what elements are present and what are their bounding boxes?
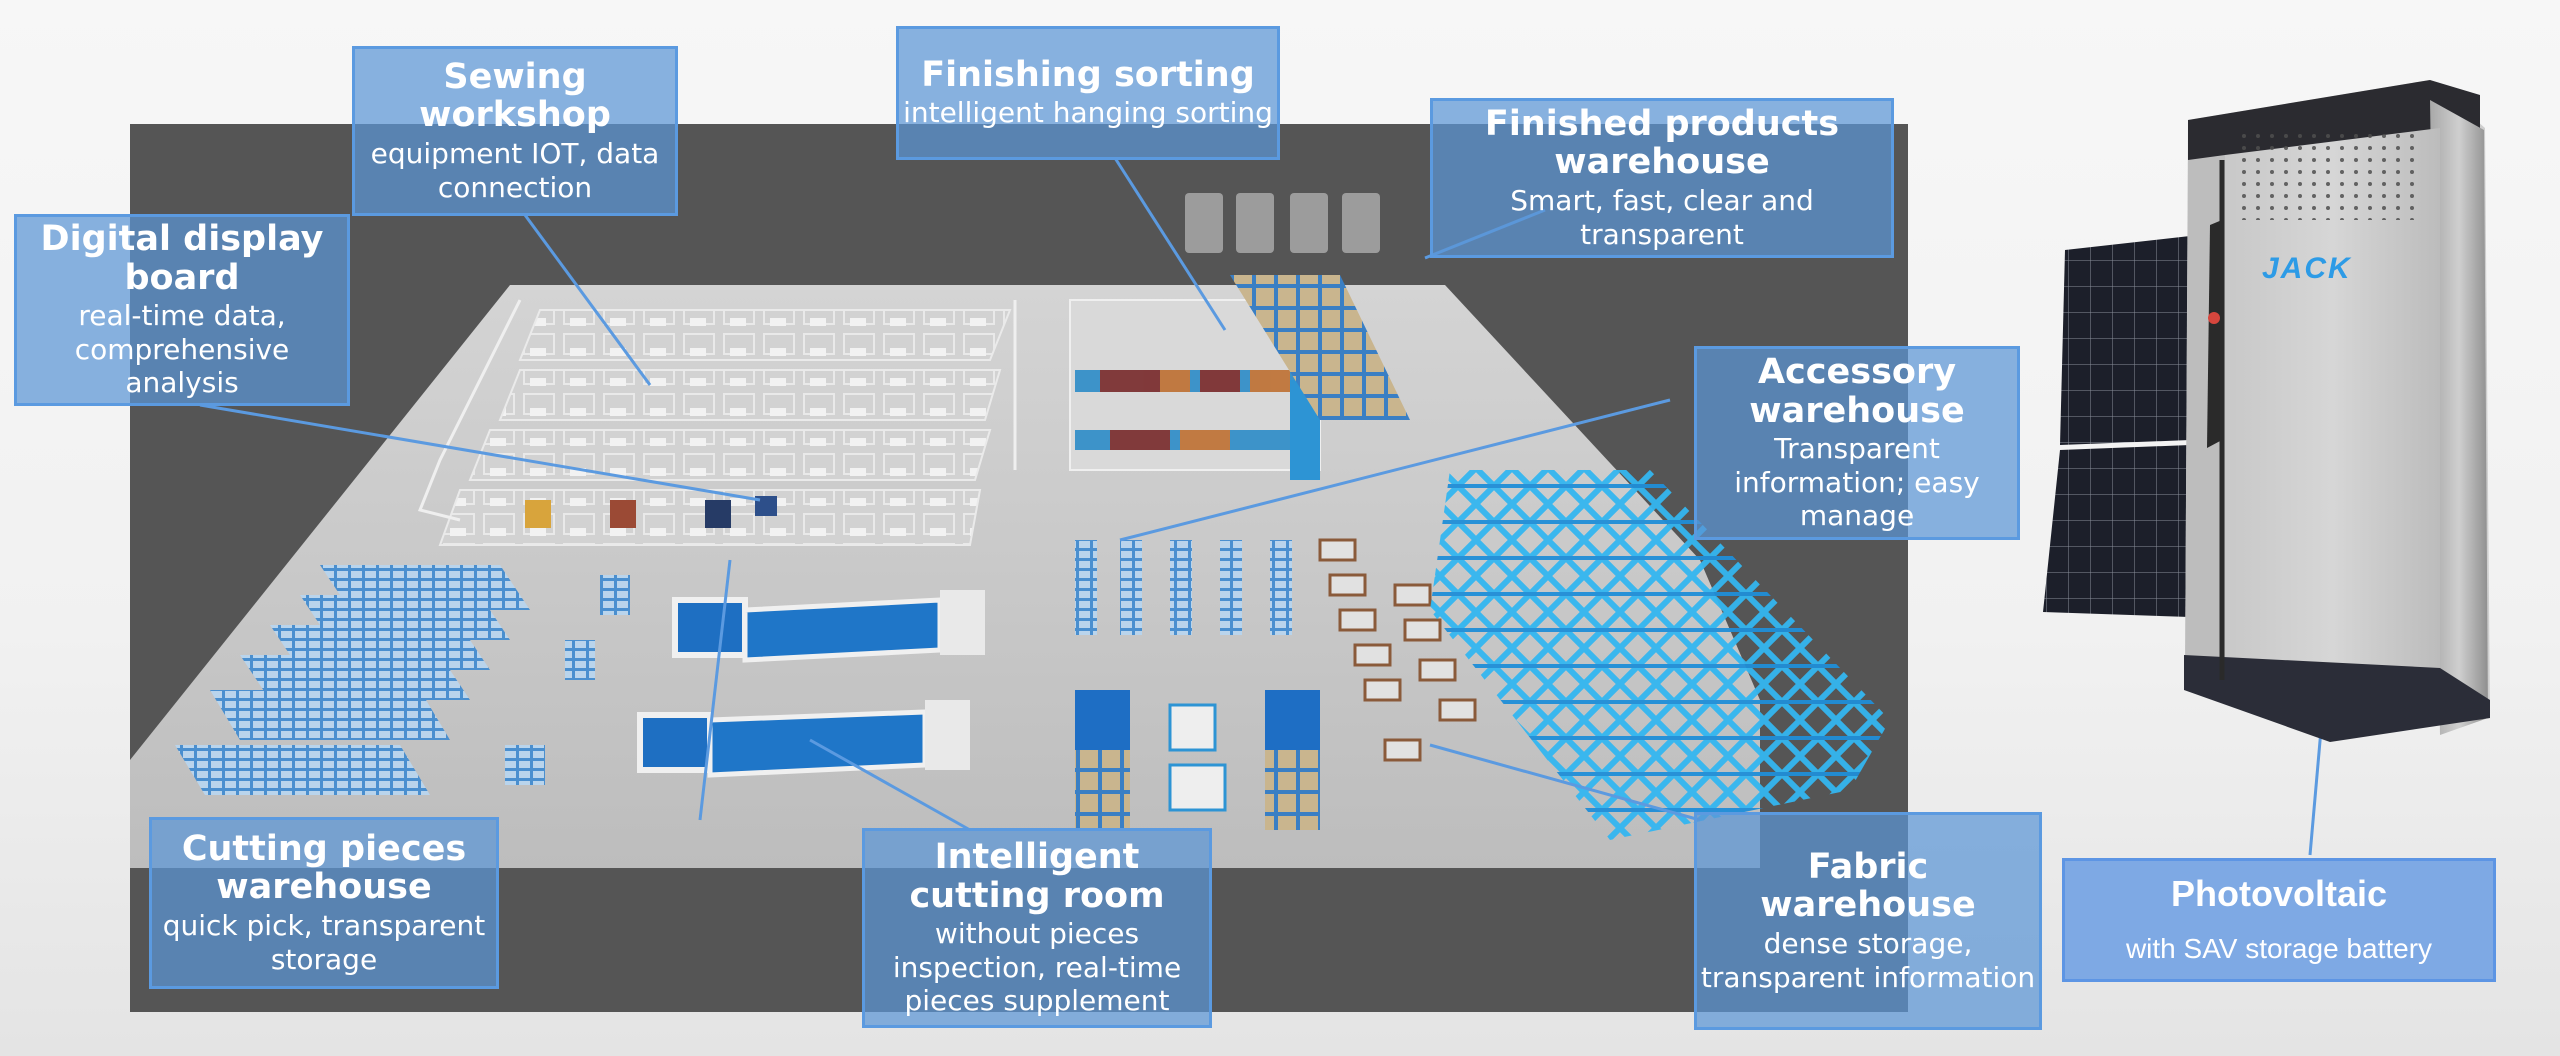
callout-desc: equipment IOT, data connection — [370, 136, 660, 204]
callout-desc: intelligent hanging sorting — [903, 96, 1273, 130]
callout-finished-products-warehouse: Finished products warehouse Smart, fast,… — [1430, 98, 1894, 258]
solar-panel — [2043, 236, 2190, 617]
callout-desc: real-time data, comprehensive analysis — [74, 299, 290, 400]
fabric-racks — [1430, 470, 1890, 840]
callout-desc: Transparent information; easy manage — [1734, 432, 1980, 533]
callout-desc: dense storage, transparent information — [1700, 926, 2036, 994]
sewing-lines — [417, 299, 1017, 546]
conveyor-tables — [1318, 538, 1477, 762]
callout-title: Sewing workshop — [419, 56, 611, 136]
callout-title: Digital display board — [40, 219, 324, 298]
jack-logo: JACK — [2262, 252, 2352, 285]
callout-connectors — [199, 157, 2325, 856]
callout-title: Intelligent cutting room — [909, 837, 1165, 916]
callout-finishing-sorting: Finishing sorting intelligent hanging so… — [896, 26, 1280, 160]
material-carts — [525, 496, 777, 528]
fabric-roll-stacks — [1075, 690, 1320, 830]
callout-accessory-warehouse: Accessory warehouse Transparent informat… — [1694, 346, 2020, 540]
callout-title: Finishing sorting — [921, 54, 1255, 95]
finished-goods-stacks — [1230, 275, 1410, 420]
accessory-shelves — [1075, 540, 1292, 635]
callout-fabric-warehouse: Fabric warehouse dense storage, transpar… — [1694, 812, 2042, 1030]
callout-desc: with SAV storage battery — [2125, 933, 2433, 964]
callout-title: Fabric warehouse — [1760, 846, 1976, 926]
delivery-trucks — [1185, 193, 1380, 253]
callout-title: Cutting pieces warehouse — [181, 828, 467, 908]
callout-cutting-pieces-warehouse: Cutting pieces warehouse quick pick, tra… — [149, 817, 499, 989]
callout-desc: quick pick, transparent storage — [162, 908, 486, 976]
cutting-pieces-shelves — [175, 565, 630, 795]
callout-sewing-workshop: Sewing workshop equipment IOT, data conn… — [352, 46, 678, 216]
battery-cabinet — [2184, 80, 2490, 742]
callout-digital-display-board: Digital display board real-time data, co… — [14, 214, 350, 406]
callout-desc: without pieces inspection, real-time pie… — [892, 917, 1182, 1018]
callout-desc: Smart, fast, clear and transparent — [1510, 183, 1814, 251]
callout-title: Finished products warehouse — [1484, 103, 1840, 183]
callout-title: Accessory warehouse — [1749, 352, 1965, 431]
callout-title: Photovoltaic — [2170, 873, 2388, 915]
callout-intelligent-cutting-room: Intelligent cutting room without pieces … — [862, 828, 1212, 1028]
callout-photovoltaic: Photovoltaic with SAV storage battery — [2062, 858, 2496, 982]
